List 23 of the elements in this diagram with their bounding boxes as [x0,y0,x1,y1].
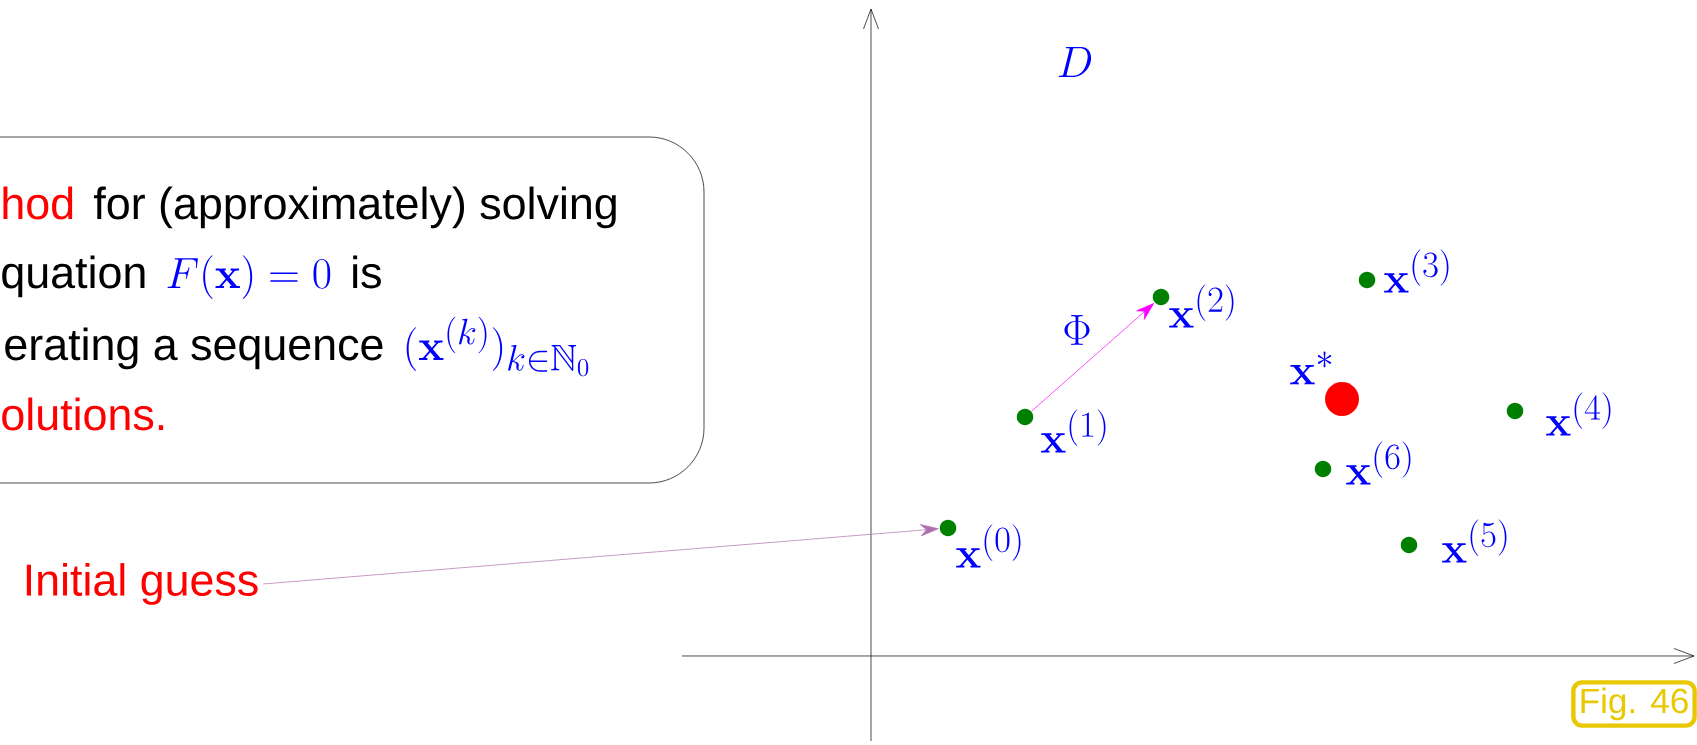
node-label: $\mathbf{x}^{*}$ [1290,351,1332,385]
node-label: $\mathbf{x}^{(4)}$ [1546,392,1611,436]
labeled-point: $\mathbf{x}^{(6)}$ [1314,441,1411,485]
node-label: $\mathbf{x}^{(0)}$ [956,524,1021,568]
node-label: $\mathbf{x}^{(6)}$ [1346,441,1411,485]
node-label: $\mathbf{x}^{(2)}$ [1169,284,1234,328]
labeled-point: $\mathbf{x}^{(2)}$ [1152,284,1234,328]
labeled-point: $\mathbf{x}^{(5)}$ [1400,519,1507,563]
arrow [1031,303,1155,412]
labeled-point: $\mathbf{x}^{(1)}$ [1016,408,1106,453]
rounded-text-box: hod for (approximately) solving quation $F(\mathbf{x})=0$ is erating a sequence $(\mathbf{x}^{(k)})_{k\in\mathbb{N}_0}$ olutions. [0,136,705,484]
arrow [262,524,939,585]
figure-tag: Fig. 46 [1571,680,1697,728]
callout-text: Initial guess [26,563,258,605]
labeled-point: $\mathbf{x}^{(0)}$ [939,519,1021,568]
labeled-point: $\mathbf{x}^{(4)}$ [1506,392,1611,436]
labeled-point: $\mathbf{x}^{(3)}$ [1358,249,1449,293]
node-label: $\mathbf{x}^{(1)}$ [1041,409,1106,453]
node-label: $\mathbf{x}^{(3)}$ [1384,249,1449,293]
node-label: $\mathbf{x}^{(5)}$ [1442,519,1507,563]
edge-label: $\Phi$ [1060,313,1094,347]
region-label: $D$ [1058,47,1092,77]
labeled-point: $\mathbf{x}^{*}$ [1290,351,1359,416]
